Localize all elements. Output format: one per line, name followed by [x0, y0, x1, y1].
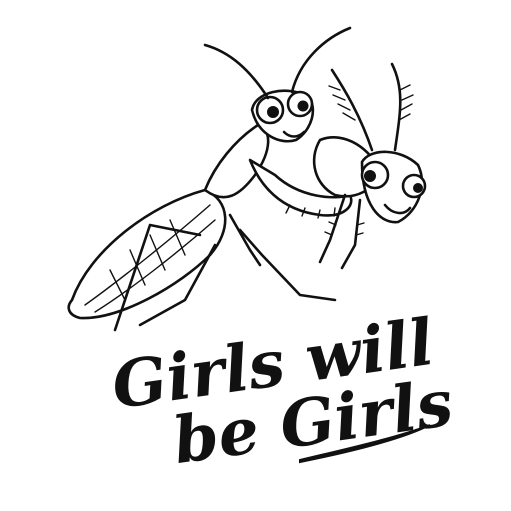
- swoosh-underline: [299, 424, 431, 464]
- slogan: Girls will be Girls: [108, 305, 458, 479]
- small-mantis-icon: [312, 62, 427, 270]
- large-mantis-icon: [67, 26, 353, 332]
